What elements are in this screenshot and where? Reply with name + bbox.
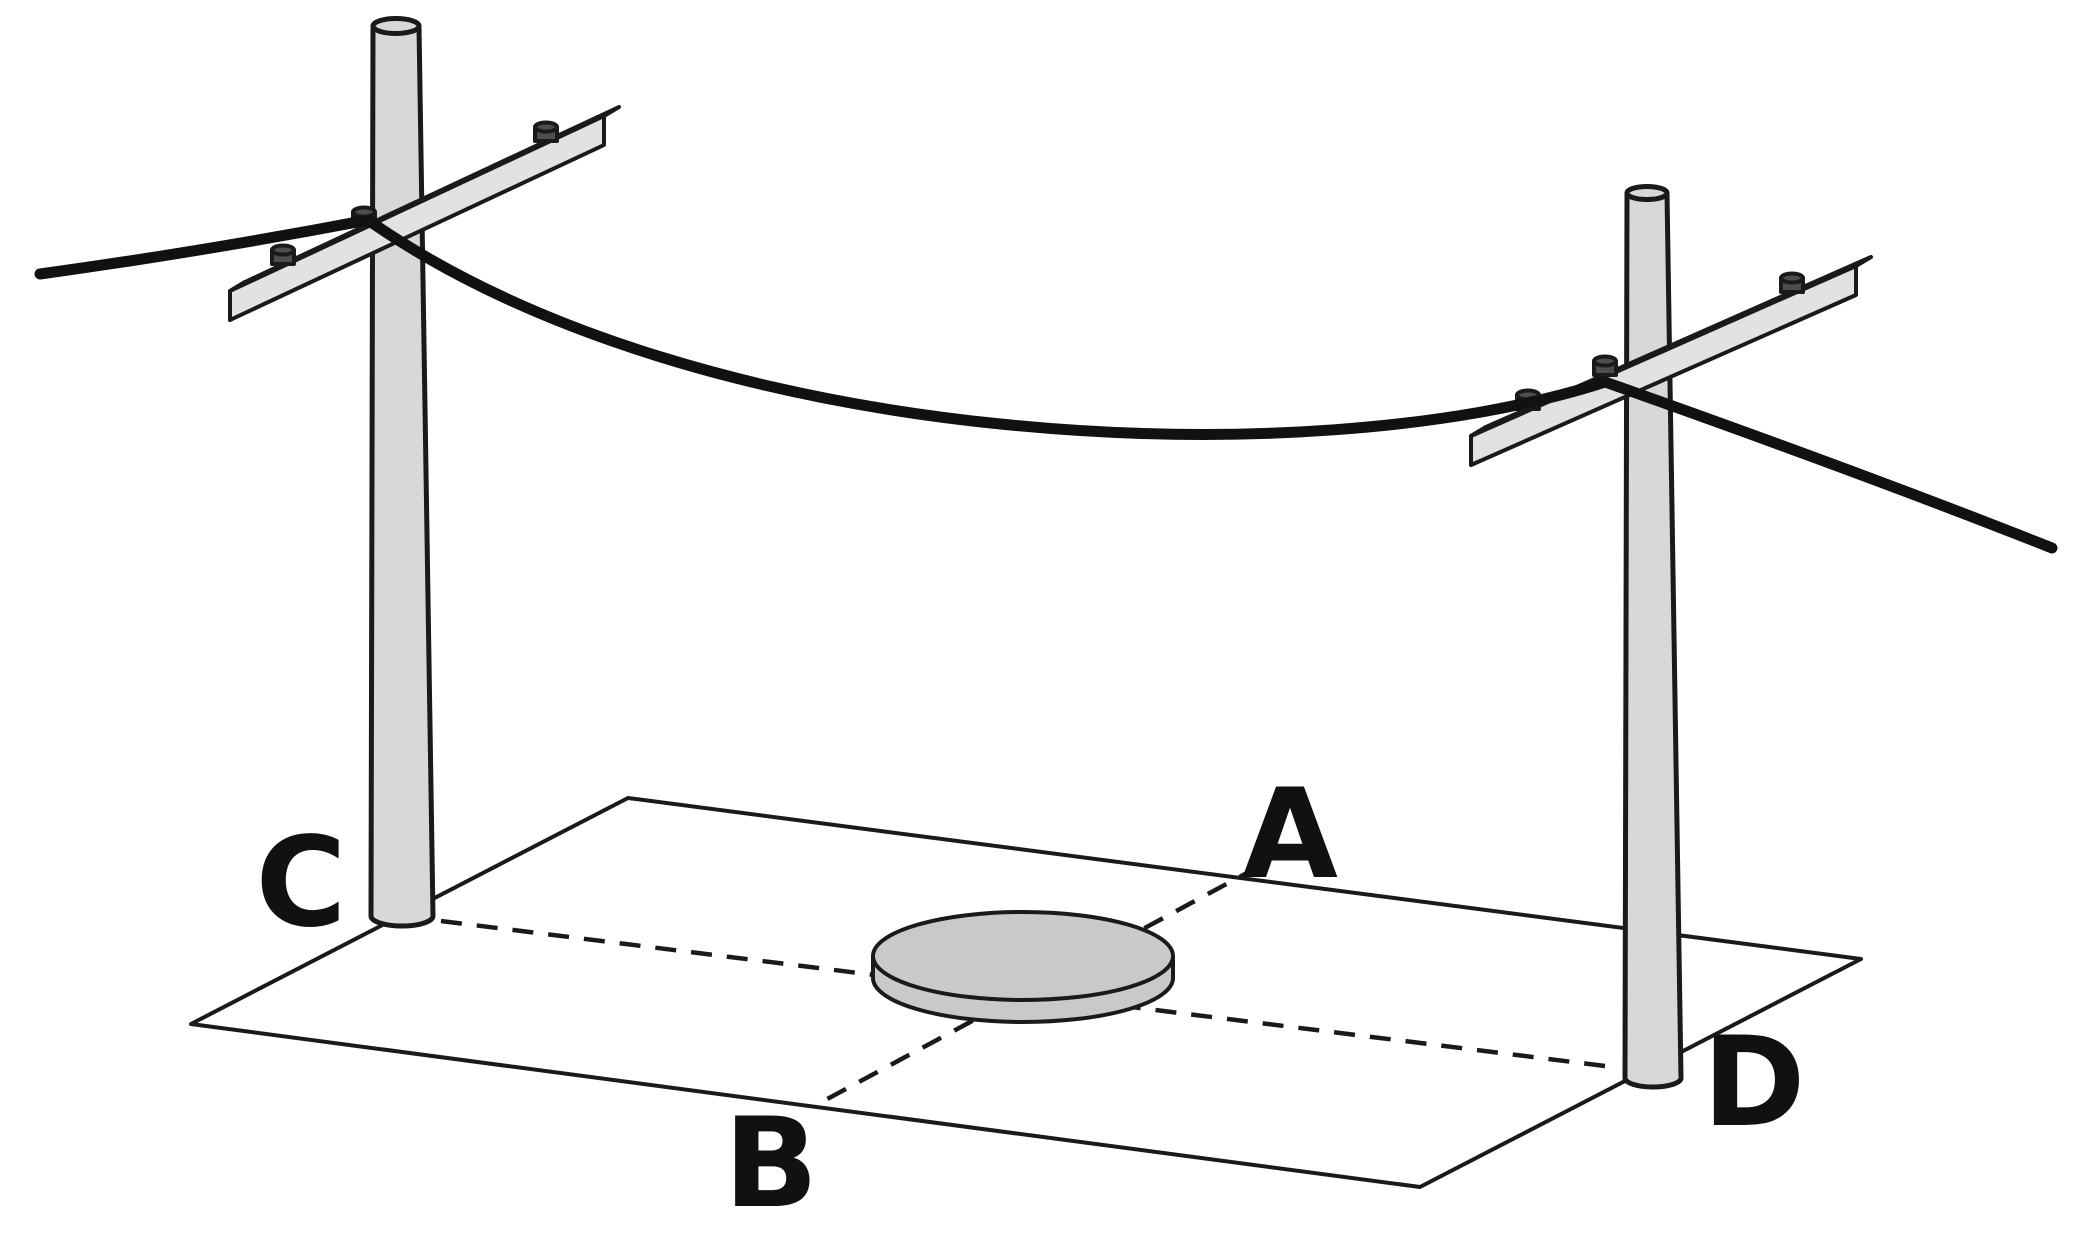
bolt-cap [351,205,377,219]
label-c: C [255,811,346,955]
label-d: D [1703,1011,1806,1155]
label-a: A [1242,763,1338,907]
disc [871,910,1175,1024]
disc-top [871,910,1175,1002]
left-pole-shaft [368,23,436,929]
left-pole-cap [370,16,422,36]
left-pole [368,16,436,929]
power-line-wire [34,214,2058,554]
right-pole [1622,184,1684,1090]
bolt-cap [270,243,296,257]
dashed-line-a-to-b [816,865,1260,1106]
right-pole-shaft [1622,190,1684,1090]
bolt-cap [533,120,559,134]
left-crossbar [228,105,621,322]
label-b: B [724,1092,819,1236]
bolt-cap [1592,354,1618,368]
right-crossbar-front-face [1469,264,1858,467]
right-crossbar-bolt-center [1592,354,1618,377]
bolt-cap [1779,271,1805,285]
left-crossbar-bolt-outer [270,243,296,266]
left-crossbar-front-face [228,114,606,322]
left-crossbar-bolt-right [533,120,559,143]
right-pole-cap [1624,184,1670,202]
right-crossbar-bolt-right [1779,271,1805,294]
